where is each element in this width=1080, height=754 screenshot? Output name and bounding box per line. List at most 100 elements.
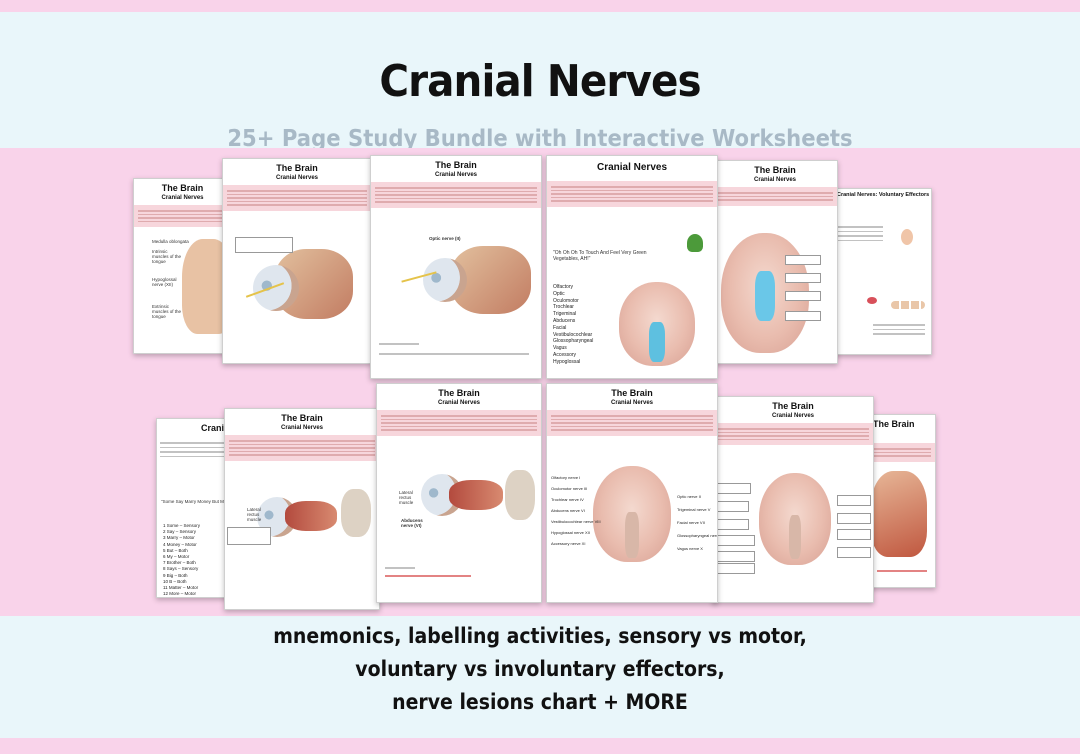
label-box[interactable] [785,255,821,265]
label-box[interactable] [717,551,755,562]
nerve-list-item: Oculomotor [553,297,579,304]
caption-line-1: mnemonics, labelling activities, sensory… [273,624,807,648]
info-block [223,185,371,211]
label-box[interactable] [717,483,751,494]
worksheet-page-abducens: The Brain Cranial Nerves Lateral rectus … [376,383,542,603]
sensory-motor-item: 3 Marry – Motor [163,535,195,541]
bone-illustration [341,489,371,537]
nerve-label: Vestibulocochlear nerve VIII [551,519,601,524]
label-box[interactable] [785,273,821,283]
brainstem-illustration [789,515,801,559]
nerve-label: Optic nerve II [677,494,701,499]
info-block [377,410,541,436]
label-lateral: Lateral rectus muscle [399,490,414,505]
info-block [547,410,717,436]
info-block [134,205,231,227]
nerve-label: Hypoglossal nerve XII [551,530,590,535]
muscle-illustration [449,480,503,510]
nerve-label: Oculomotor nerve III [551,486,588,491]
label-box[interactable] [717,501,749,512]
label-box[interactable] [785,291,821,301]
page-heading: The Brain [772,401,814,411]
nerve-label: Glossopharyngeal nerve IX [677,533,717,538]
nerve-list-item: Trochlear [553,304,574,311]
nerve-list-item: Glossopharyngeal [553,338,594,345]
sensory-motor-item: 6 My – Motor [163,554,190,560]
label-box[interactable] [785,311,821,321]
sensory-motor-item: 5 But – Both [163,547,188,553]
worksheet-page-head: The Brain [868,414,936,588]
mouth-icon [867,297,877,304]
brainstem-illustration [625,512,639,558]
muscle-illustration [285,501,337,531]
worksheet-page-eye-label: The Brain Cranial Nerves [222,158,372,364]
nerve-label: Abducens nerve VI [551,508,585,513]
label-box[interactable] [837,547,871,558]
label-optic: Optic nerve (II) [429,236,461,241]
page-heading: The Brain [873,419,915,429]
page-heading: The Brain [754,165,796,175]
info-block [225,435,379,461]
label-abducens: Abducens nerve (VI) [401,518,423,528]
worksheet-page-mnemonic: Cranial Nerves "Oh Oh Oh To Touch And Fe… [546,155,718,379]
label-box[interactable] [717,535,755,546]
sensory-motor-item: 7 Brother – Both [163,560,196,566]
header-band: Cranial Nerves 25+ Page Study Bundle wit… [0,12,1080,152]
page-subtitle: 25+ Page Study Bundle with Interactive W… [227,126,853,152]
nerve-list-item: Olfactory [553,284,574,290]
label-box[interactable] [837,495,871,506]
vegetable-icon [687,234,703,252]
page-subheading: Cranial Nerves [275,175,319,181]
nerve-label: Olfactory nerve I [551,475,581,480]
page-subheading: Cranial Nerves [437,400,481,406]
page-title: Cranial Nerves [379,56,701,107]
mnemonic-text: "Oh Oh Oh To Touch And Feel Very Green V… [553,250,647,262]
nerve-list-item: Vagus [553,345,567,352]
nerve-list-item: Facial [553,324,567,331]
sensory-motor-item: 2 Say – Sensory [163,529,197,535]
page-subheading: Cranial Nerves [434,172,478,178]
eyeball-illustration [253,265,299,311]
info-block [869,443,935,462]
page-subheading: Cranial Nerves [771,413,815,419]
page-subheading: Cranial Nerves [753,177,797,183]
caption-line-3: nerve lesions chart + MORE [392,690,688,714]
page-heading: Cranial Nerves: Voluntary Effectors [837,192,930,198]
caption-line-2: voluntary vs involuntary effectors, [355,657,725,681]
label-lateral: Lateral rectus muscle [247,507,262,522]
nerve-label: Vagus nerve X [677,546,703,551]
nerve-list-item: Abducens [553,317,576,324]
face-icon [901,229,913,245]
sensory-motor-item: 10 B – Both [163,578,187,584]
footer-band: mnemonics, labelling activities, sensory… [0,616,1080,738]
page-subheading: Cranial Nerves [161,195,204,201]
page-heading: The Brain [161,183,204,193]
label-box[interactable] [717,563,755,574]
brainstem-illustration [755,271,775,321]
info-block [371,182,541,208]
label-hypoglossal: Hypoglossal nerve (XII) [152,277,177,287]
head-illustration [871,471,927,557]
eyeball-illustration [423,258,467,302]
sensory-motor-item: 11 Matter – Motor [163,585,199,591]
page-subheading: Cranial Nerves [280,425,324,431]
page-heading: The Brain [435,160,477,170]
nerve-list-item: Trigeminal [553,311,577,318]
sensory-motor-item: 1 Some – Sensory [163,523,201,528]
top-stripe [0,0,1080,12]
label-box[interactable] [837,513,871,524]
info-block [547,181,717,207]
label-box[interactable] [235,237,293,253]
worksheet-page-effectors: Cranial Nerves: Voluntary Effectors [832,188,932,355]
page-heading: The Brain [276,163,318,173]
mnemonic-text: "Some Say Marry Money But My ..." [161,499,233,504]
label-box[interactable] [717,519,749,530]
label-box[interactable] [227,527,271,545]
label-intrinsic: Intrinsic muscles of the tongue [152,249,182,264]
sensory-motor-item: 12 More – Motor [163,591,197,597]
label-box[interactable] [837,529,871,540]
worksheet-page-brain-color: The Brain Cranial Nerves [712,160,838,364]
